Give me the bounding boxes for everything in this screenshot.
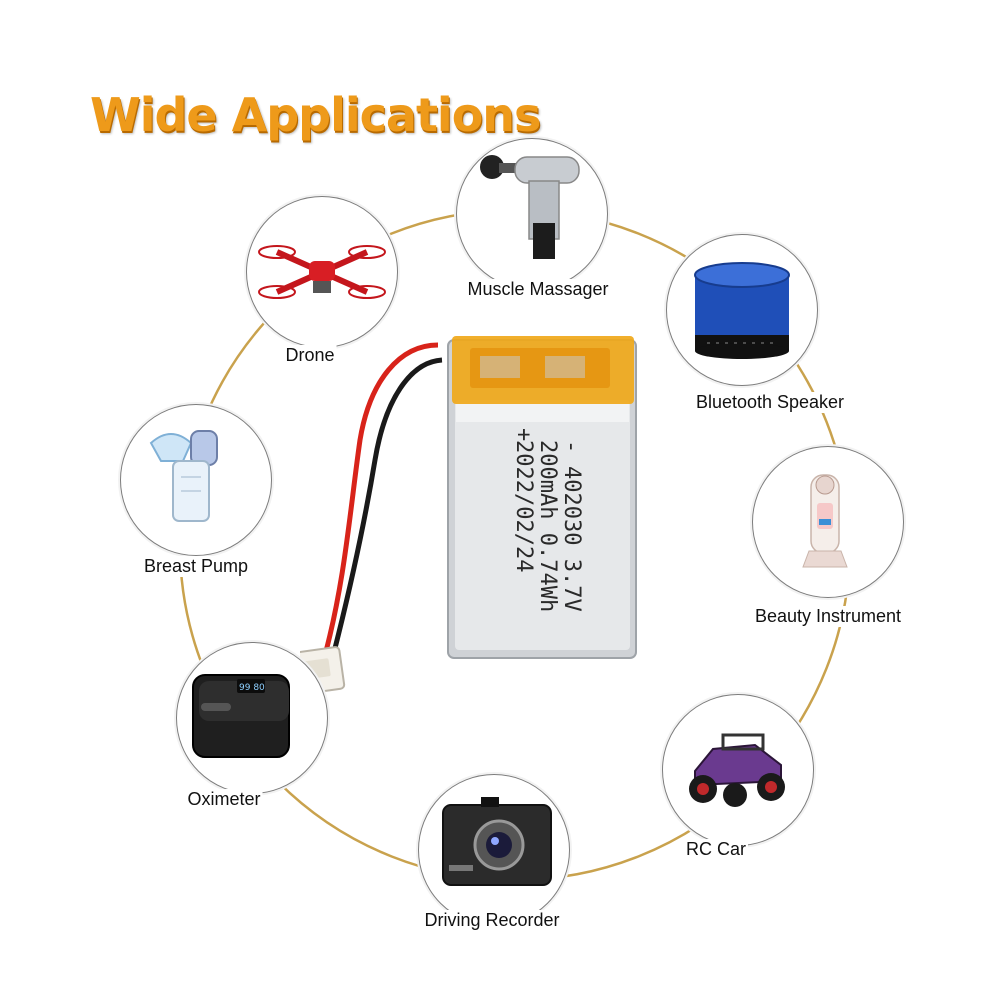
black-wire	[329, 357, 443, 661]
lipo-battery: - 402030 3.7V 200mAh 0.74Wh + 2022/02/24	[300, 336, 637, 696]
red-wire	[322, 342, 439, 656]
speaker-icon	[694, 262, 790, 359]
page-title: Wide Applications	[90, 88, 541, 142]
oximeter-reading: 99 80	[239, 683, 265, 693]
dashcam-icon	[442, 797, 552, 886]
muscle-massager-circle	[456, 138, 608, 290]
rc-car-label: RC Car	[683, 839, 749, 860]
massage-gun-icon	[480, 155, 580, 259]
battery-date: 2022/02/24	[511, 440, 536, 572]
drone-label: Drone	[283, 345, 337, 366]
bluetooth-speaker-circle	[666, 234, 818, 386]
beauty-instrument-circle	[752, 446, 904, 598]
battery-minus: -	[559, 440, 584, 453]
bluetooth-speaker-label: Bluetooth Speaker	[693, 392, 847, 413]
oximeter-label: Oximeter	[185, 789, 263, 810]
rc-car-icon	[689, 733, 785, 807]
rc-car-circle	[662, 694, 814, 846]
battery-capacity: 200mAh 0.74Wh	[535, 440, 560, 612]
driving-recorder-label: Driving Recorder	[422, 910, 562, 931]
breast-pump-icon	[149, 430, 218, 522]
breast-pump-circle	[120, 404, 272, 556]
oximeter-icon: 99 80	[192, 674, 290, 758]
breast-pump-label: Breast Pump	[141, 556, 251, 577]
battery-model: 402030 3.7V	[559, 466, 584, 612]
battery-plus: +	[511, 428, 536, 441]
beauty-device-icon	[802, 474, 848, 568]
beauty-instrument-label: Beauty Instrument	[752, 606, 904, 627]
oximeter-circle: 99 80	[176, 642, 328, 794]
drone-circle	[246, 196, 398, 348]
drone-icon	[258, 245, 386, 299]
muscle-massager-label: Muscle Massager	[465, 279, 611, 300]
driving-recorder-circle	[418, 774, 570, 926]
